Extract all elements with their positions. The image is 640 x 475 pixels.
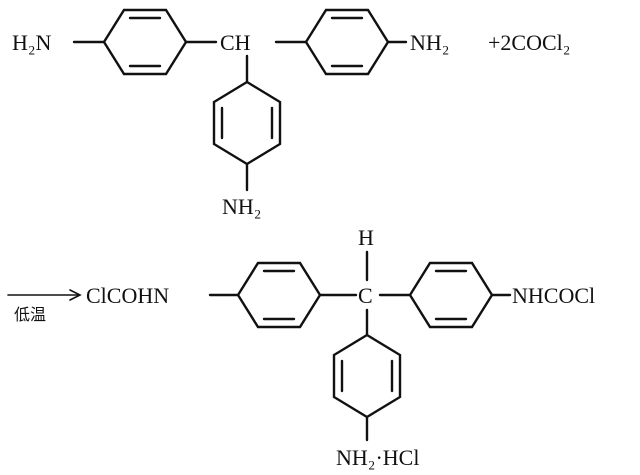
reactant-right-benzene [304,8,390,76]
reactant-bottom-benzene [212,80,282,166]
arrow-head [69,289,82,301]
reactant-left-amine: H₂N [12,30,52,55]
product-right-benzene [408,261,494,329]
product-bottom-ring [332,308,402,442]
product-right-group: NHCOCl [512,283,595,308]
product-right-ring [378,261,512,329]
reactant-right-amine: NH₂ [410,30,449,55]
product-left-benzene [236,261,322,329]
product-center-c: C [358,283,373,308]
reactant-center-ch: CH [220,30,251,55]
product-left-group: ClCOHN [86,283,169,308]
product-center-h: H [358,225,374,250]
reactant-reagent: +2COCl₂ [488,30,570,55]
product-bottom-benzene [332,333,402,419]
reactant: H₂N CH NH₂ +2COCl₂ NH₂ [12,8,570,219]
reactant-bottom-ring [212,54,282,192]
product-bottom-group: NH₂·HCl [336,445,419,470]
reactant-right-ring [274,8,408,76]
product: ClCOHN H C NHCOCl NH₂·H [86,225,595,470]
reaction-condition: 低温 [14,305,46,324]
reactant-left-benzene [102,8,188,76]
reaction-arrow: 低温 [7,289,82,324]
product-left-ring [208,261,358,329]
reactant-left-ring [72,8,218,76]
reactant-bottom-amine: NH₂ [222,194,261,219]
